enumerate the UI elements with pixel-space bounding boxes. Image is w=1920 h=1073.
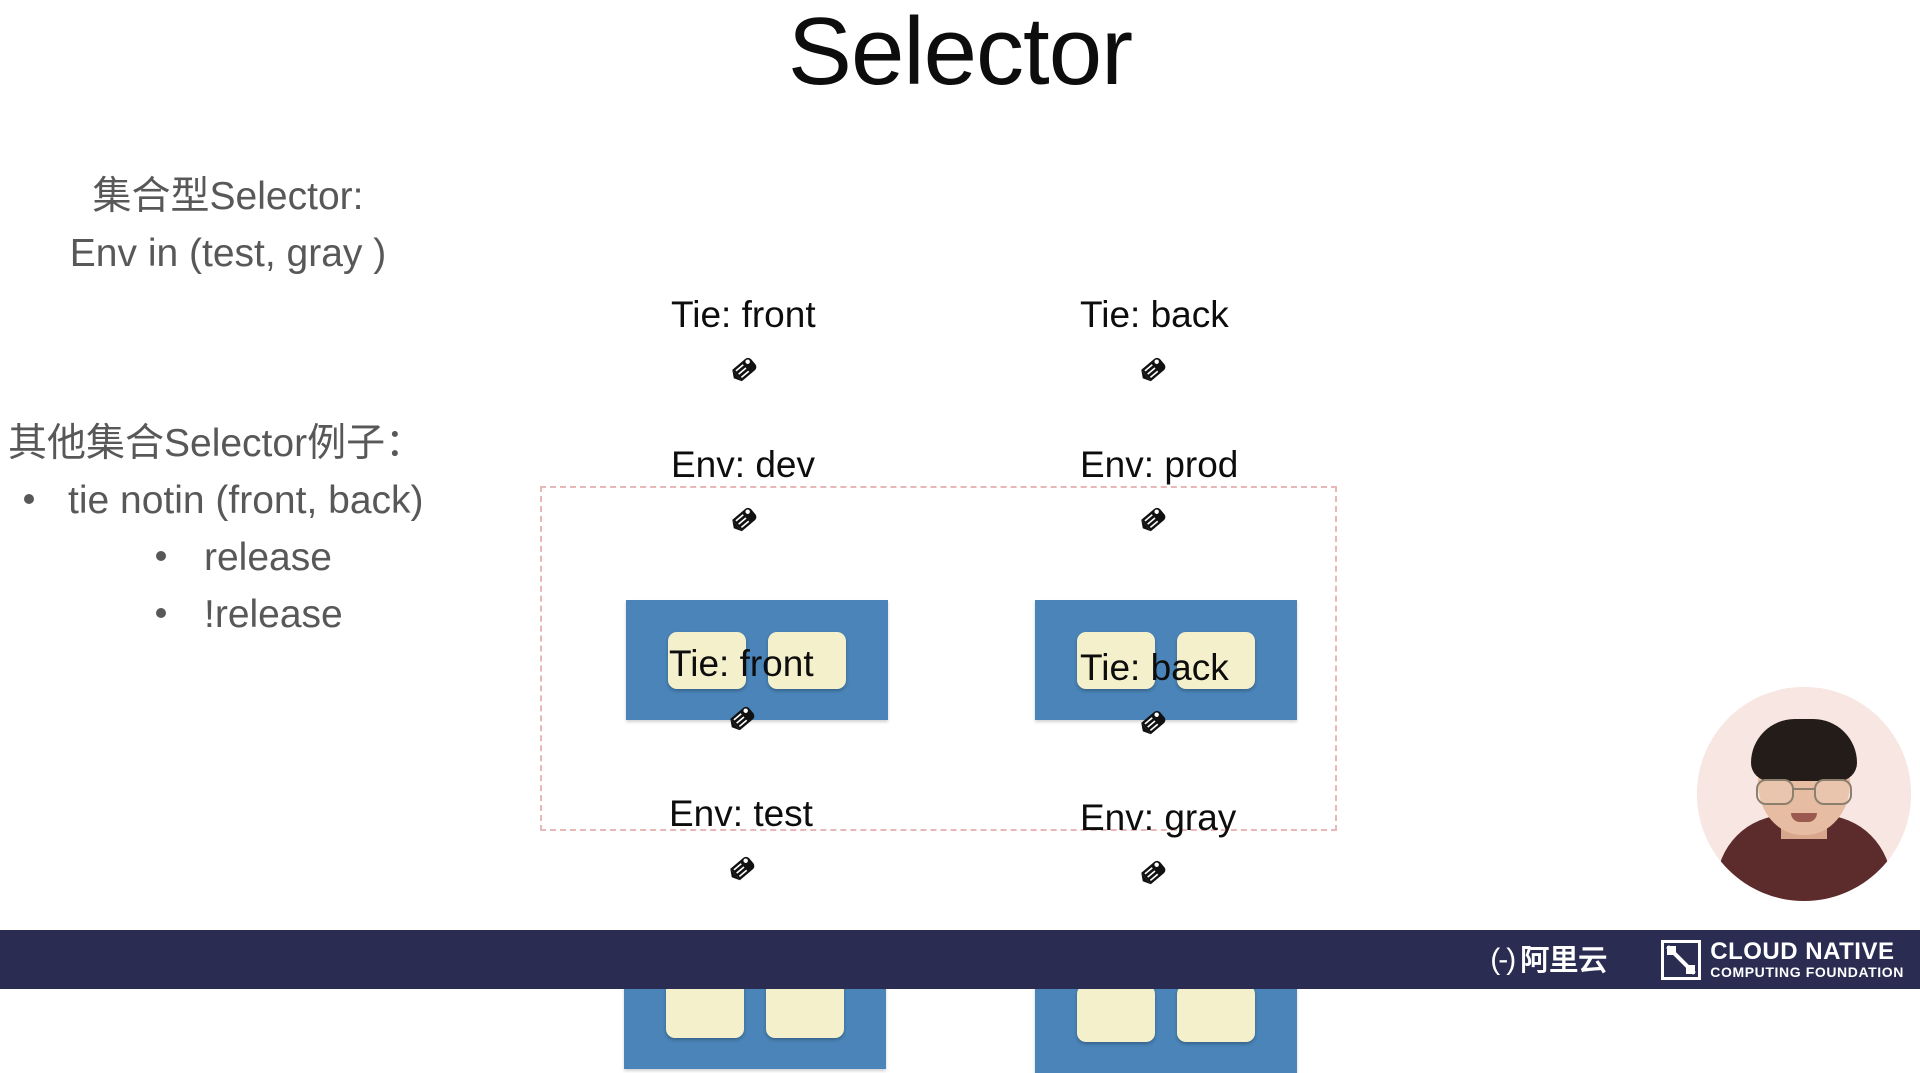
pod-label-list: Tie: front <box>624 539 886 939</box>
webcam-glasses-bridge <box>1792 788 1816 790</box>
pod-label-row: Tie: front <box>624 639 886 731</box>
webcam-hair <box>1751 719 1857 781</box>
webcam-lens-left <box>1756 779 1794 805</box>
pod-group-back-prod: Tie: back <box>1035 190 1297 720</box>
pod-label-text: Tie: back <box>1080 294 1229 335</box>
pod-container <box>668 631 746 689</box>
pod-label-row: Env: dev <box>626 440 888 532</box>
node-box <box>1035 600 1297 720</box>
pod-label-text: Tie: back <box>1080 647 1229 688</box>
tag-icon <box>626 298 757 382</box>
pod-container <box>666 980 744 1038</box>
webcam-mouth <box>1791 813 1817 822</box>
bullet-dot-icon <box>24 494 34 504</box>
webcam-lens-right <box>1814 779 1852 805</box>
tag-icon <box>624 797 755 881</box>
pod-label-text: Env: gray <box>1080 797 1237 838</box>
pod-group-back-gray: Tie: back <box>1035 543 1297 1073</box>
other-examples-block: 其他集合Selector例子： tie notin (front, back) … <box>8 415 528 643</box>
footer-logo-group: (-) 阿里云 CLOUD NATIVE COMPUTING FOUNDATIO… <box>1490 930 1904 989</box>
pod-label-row: Tie: back <box>1035 290 1297 382</box>
pod-label-text: Tie: front <box>669 643 814 684</box>
cncf-logo: CLOUD NATIVE COMPUTING FOUNDATION <box>1661 939 1904 980</box>
node-box <box>626 600 888 720</box>
selection-dashed-box <box>540 486 1337 831</box>
pod-container <box>1177 631 1255 689</box>
pod-label-text: Env: dev <box>671 444 815 485</box>
alibaba-cloud-logo: (-) 阿里云 <box>1490 943 1607 977</box>
cncf-wordmark: CLOUD NATIVE COMPUTING FOUNDATION <box>1710 939 1904 980</box>
page-title: Selector <box>787 0 1133 105</box>
cncf-line-1: CLOUD NATIVE <box>1710 938 1895 965</box>
tag-icon <box>1035 801 1166 885</box>
tag-icon <box>1035 651 1166 735</box>
pod-label-text: Env: test <box>669 793 813 834</box>
pod-label-list: Tie: back <box>1035 190 1297 590</box>
other-examples-heading: 其他集合Selector例子： <box>8 422 425 465</box>
presenter-webcam-overlay <box>1697 687 1911 901</box>
pod-label-row: Env: prod <box>1035 440 1297 532</box>
pod-label-row: Tie: back <box>1035 643 1297 735</box>
pod-label-list: Tie: back <box>1035 543 1297 943</box>
tag-icon <box>626 448 757 532</box>
footer-bar: (-) 阿里云 CLOUD NATIVE COMPUTING FOUNDATIO… <box>0 930 1920 989</box>
pod-container <box>1177 984 1255 1042</box>
set-selector-line-1: 集合型Selector: <box>92 175 364 218</box>
glasses-icon <box>1756 779 1852 805</box>
pod-label-row: Env: test <box>624 789 886 881</box>
list-item-label: release <box>204 536 332 579</box>
pod-label-list: Tie: front <box>626 190 888 590</box>
tag-icon <box>1035 298 1166 382</box>
list-item-label: tie notin (front, back) <box>68 479 424 522</box>
pod-group-front-test: Tie: front <box>624 539 886 1069</box>
list-item: tie notin (front, back) <box>8 472 528 529</box>
pod-container <box>1077 984 1155 1042</box>
set-selector-block: 集合型Selector: Env in (test, gray ) <box>18 168 438 282</box>
pod-label-row: Tie: front <box>626 290 888 382</box>
set-selector-line-2: Env in (test, gray ) <box>69 232 387 275</box>
cncf-line-2: COMPUTING FOUNDATION <box>1710 964 1904 980</box>
alibaba-cloud-name: 阿里云 <box>1520 942 1608 977</box>
pod-group-front-dev: Tie: front <box>626 190 888 720</box>
pod-label-text: Tie: front <box>671 294 816 335</box>
pod-label-text: Env: prod <box>1080 444 1239 485</box>
tag-icon <box>624 647 755 731</box>
bullet-dot-icon <box>156 551 166 561</box>
list-item-label: !release <box>204 593 343 636</box>
bullet-dot-icon <box>156 608 166 618</box>
alibaba-cloud-mark-icon: (-) <box>1490 942 1516 976</box>
pod-label-row: Env: gray <box>1035 793 1297 885</box>
pod-container <box>768 631 846 689</box>
pod-container <box>1077 631 1155 689</box>
pod-container <box>766 980 844 1038</box>
cncf-diagonal <box>1666 944 1697 975</box>
list-item: release <box>8 529 528 586</box>
cncf-mark-icon <box>1661 939 1702 980</box>
list-item: !release <box>8 586 528 643</box>
tag-icon <box>1035 448 1166 532</box>
